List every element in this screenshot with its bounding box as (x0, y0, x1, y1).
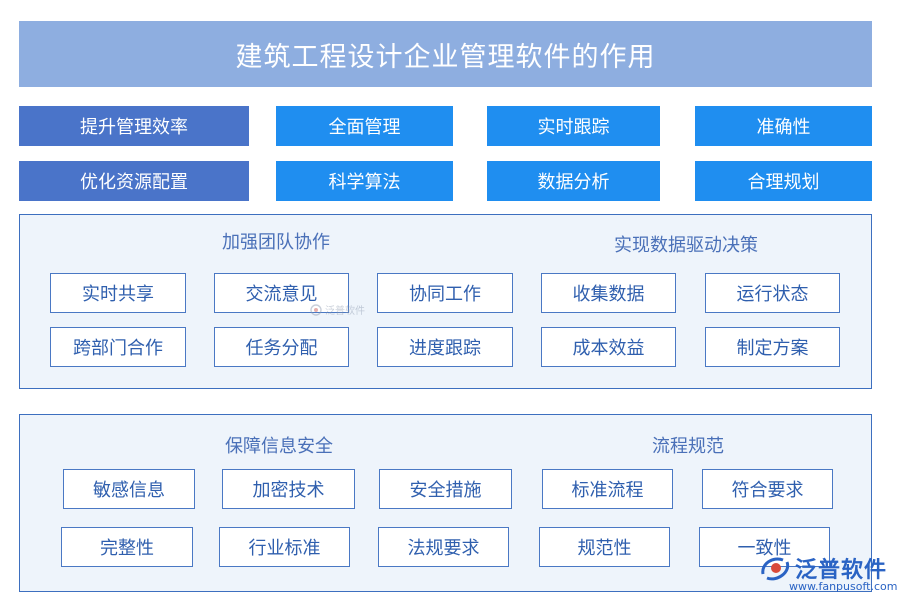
box-cross-department: 跨部门合作 (50, 327, 186, 367)
tag-scientific-algorithm: 科学算法 (276, 161, 453, 201)
brand-logo-name: 泛普软件 (795, 558, 888, 583)
watermark-text: 泛普软件 (325, 306, 365, 317)
tag-reasonable-planning: 合理规划 (695, 161, 872, 201)
box-cooperative-work: 协同工作 (377, 273, 513, 313)
tag-realtime-tracking: 实时跟踪 (487, 106, 660, 146)
brand-logo-icon (761, 557, 790, 581)
box-exchange-opinions: 交流意见 (214, 273, 349, 313)
box-progress-tracking: 进度跟踪 (377, 327, 513, 367)
box-industry-standard: 行业标准 (219, 527, 350, 567)
box-security-measures: 安全措施 (379, 469, 512, 509)
brand-logo: 泛普软件 www.fanpusoft.com (757, 550, 897, 598)
section-title-team-collaboration: 加强团队协作 (222, 232, 330, 253)
box-regulation-requirements: 法规要求 (378, 527, 509, 567)
tag-accuracy: 准确性 (695, 106, 872, 146)
tag-data-analysis: 数据分析 (487, 161, 660, 201)
watermark-logo-icon (310, 303, 322, 316)
tag-full-management: 全面管理 (276, 106, 453, 146)
section-title-data-driven-decision: 实现数据驱动决策 (614, 235, 758, 256)
box-collect-data: 收集数据 (541, 273, 676, 313)
box-realtime-sharing: 实时共享 (50, 273, 186, 313)
box-consistency: 一致性 (699, 527, 830, 567)
section-title-process-standard: 流程规范 (652, 436, 724, 457)
box-standard-process: 标准流程 (542, 469, 673, 509)
section-title-information-security: 保障信息安全 (225, 436, 333, 457)
watermark: 泛普软件 (310, 302, 365, 317)
page-title: 建筑工程设计企业管理软件的作用 (19, 21, 872, 87)
box-normativity: 规范性 (539, 527, 670, 567)
box-operating-status: 运行状态 (705, 273, 840, 313)
box-encryption: 加密技术 (222, 469, 355, 509)
tag-optimize-resources: 优化资源配置 (19, 161, 249, 201)
box-integrity: 完整性 (61, 527, 193, 567)
box-meet-requirements: 符合要求 (702, 469, 833, 509)
brand-logo-url: www.fanpusoft.com (789, 580, 898, 593)
box-make-plan: 制定方案 (705, 327, 840, 367)
box-task-assignment: 任务分配 (214, 327, 349, 367)
box-cost-benefit: 成本效益 (541, 327, 676, 367)
tag-improve-efficiency: 提升管理效率 (19, 106, 249, 146)
box-sensitive-info: 敏感信息 (63, 469, 195, 509)
